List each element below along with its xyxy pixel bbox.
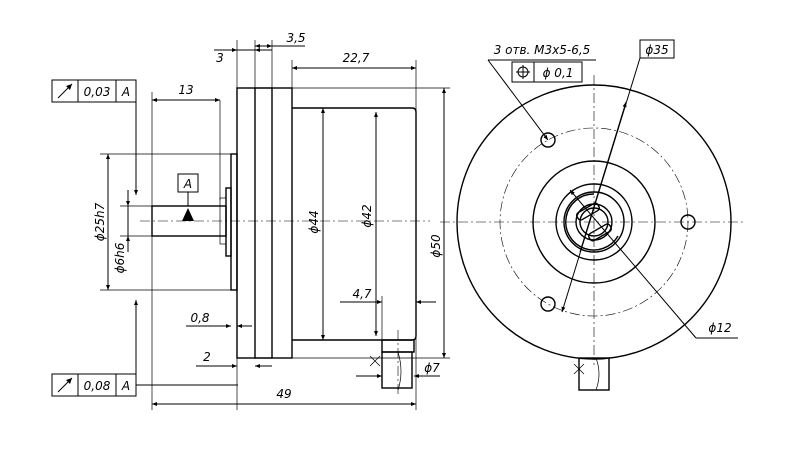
mount-hole-3 [540,296,556,312]
dim-22-7: 22,7 [343,51,370,65]
dim-phi6h6: ϕ6h6 [113,242,127,273]
runout-top-value: 0,03 [84,85,111,99]
pilot-flange [230,153,238,291]
dim-phi25h7: ϕ25h7 [93,202,107,241]
runout-frame-bottom: 0,08 A [51,300,238,397]
dim-3-5: 3,5 [286,31,305,45]
dim-13: 13 [178,83,193,97]
shaft-collar [225,187,232,257]
cable-outlet [578,357,610,391]
runout-bottom-datum: A [121,379,130,393]
runout-frame-top: 0,03 A [51,79,138,195]
front-view: 3 отв. М3х5-6,5 ϕ 0,1 ϕ35 ϕ12 [440,39,745,391]
dim-phi44: ϕ44 [307,210,321,233]
mounting-flange [236,87,256,359]
dim-phi50: ϕ50 [429,234,443,258]
runout-arrow-icon [57,83,73,99]
runout-arrow-icon [57,377,73,393]
dim-4-7: 4,7 [352,287,371,301]
dim-phi12: ϕ12 [708,321,731,335]
cable [381,351,413,389]
body-flange [271,87,293,359]
dim-phi7: ϕ7 [424,361,440,375]
dim-phi42: ϕ42 [360,204,374,227]
runout-top-datum: A [121,85,130,99]
runout-bottom-value: 0,08 [84,379,111,393]
position-frame: ϕ 0,1 [511,61,583,83]
holes-note: 3 отв. М3х5-6,5 [494,43,591,57]
datum-triangle-icon [182,208,194,221]
dim-phi35: ϕ35 [645,43,668,57]
dim-2: 2 [203,350,211,364]
datum-label: A [183,177,192,191]
position-value: ϕ 0,1 [543,66,574,80]
dim-49: 49 [276,387,291,401]
dim-0-8: 0,8 [190,311,209,325]
dim-3: 3 [216,51,224,65]
mount-hole-1 [540,132,556,148]
position-crosshair-icon [516,65,530,79]
side-view: A 3 3,5 22,7 13 ϕ25h7 [51,31,450,410]
